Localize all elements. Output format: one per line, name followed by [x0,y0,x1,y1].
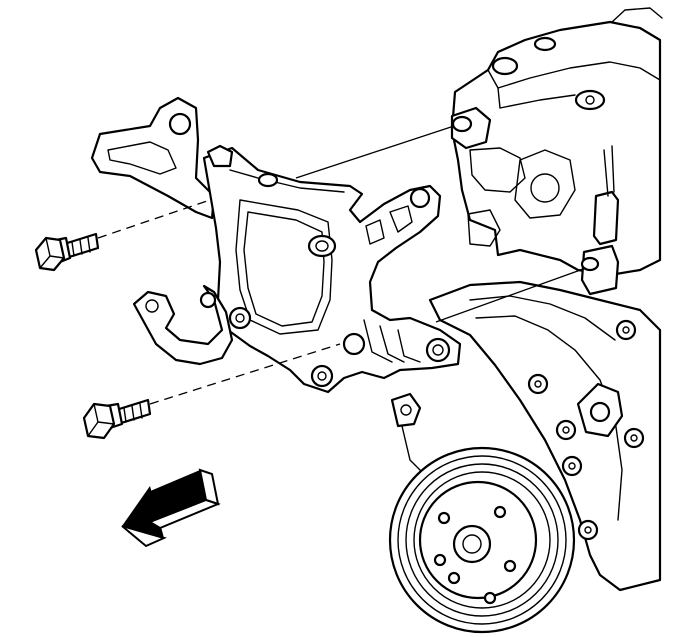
front-arrow [121,468,221,548]
lower-bolt [82,398,152,440]
mounting-bracket [90,96,462,394]
crankshaft-pulley [388,446,576,634]
upper-bolt [34,232,100,272]
engine-block [390,7,663,592]
alignment-lines [97,125,587,405]
